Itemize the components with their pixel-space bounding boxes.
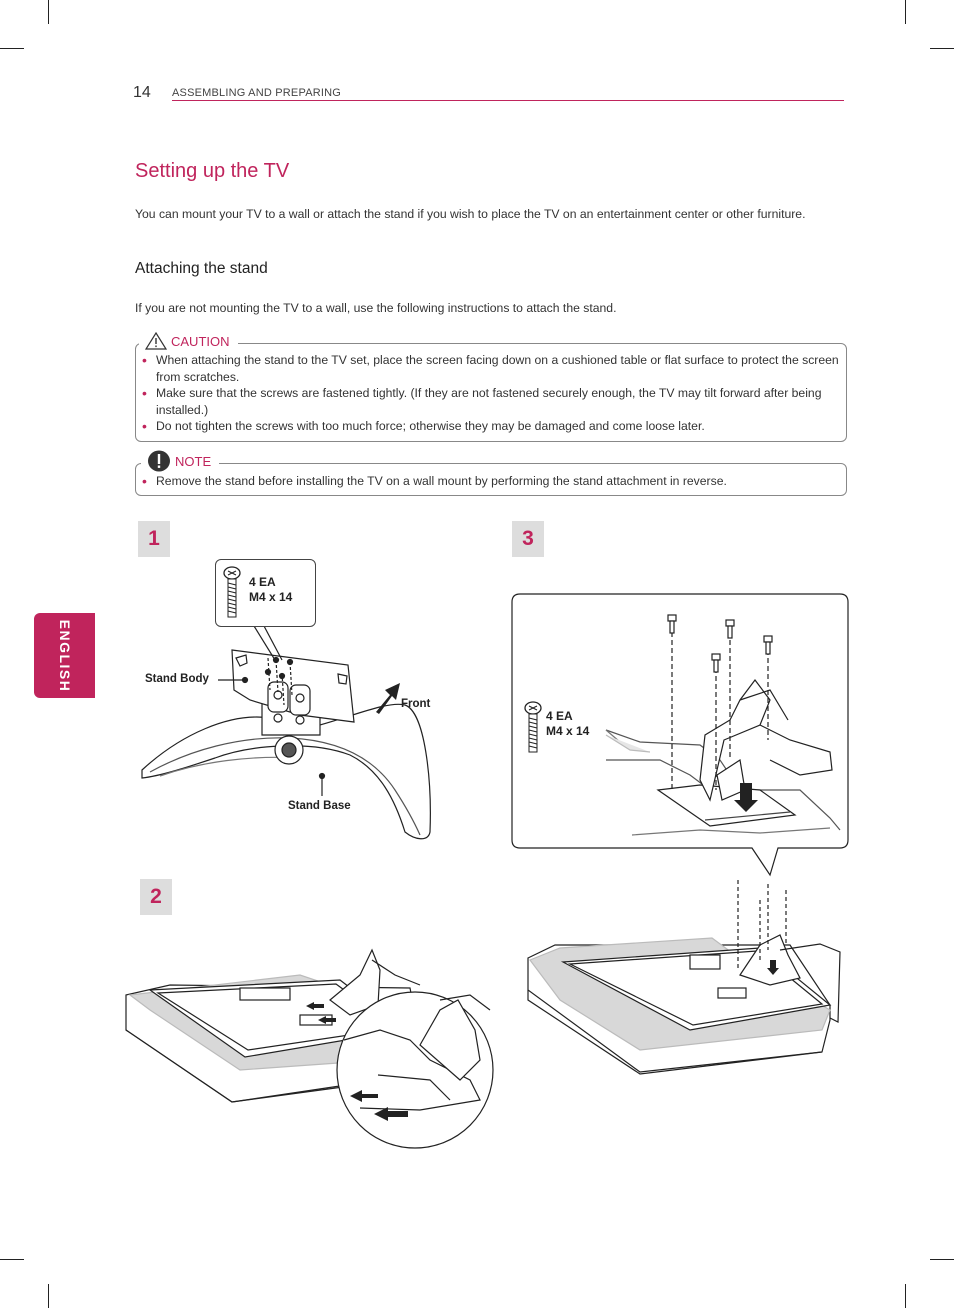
stand-base-label: Stand Base [288,800,351,812]
stand-body-label: Stand Body [145,673,209,685]
step-1-screw-quantity: 4 EA [249,575,276,589]
step-1-number: 1 [138,521,170,557]
crop-mark [0,1259,24,1260]
step-2-number: 2 [140,879,172,915]
slide-arrow-icon [306,1002,324,1010]
note-item: Remove the stand before installing the T… [136,473,846,490]
header-rule [172,100,844,101]
note-box: Remove the stand before installing the T… [135,463,847,496]
step-3-screw-size: M4 x 14 [546,724,590,738]
step-3-screw-quantity: 4 EA [546,709,573,723]
push-down-arrow-icon [734,783,758,812]
subheading: Attaching the stand [135,260,268,277]
crop-mark [905,0,906,24]
page-number: 14 [133,84,151,101]
slide-arrow-icon [350,1090,378,1102]
step-1-screw-size: M4 x 14 [249,590,293,604]
crop-mark [48,1284,49,1308]
screw-icon [524,701,542,753]
exclamation-icon [148,450,170,472]
crop-mark [905,1284,906,1308]
crop-mark [930,1259,954,1260]
front-arrow-icon [376,683,400,714]
crop-mark [48,0,49,24]
caution-box: When attaching the stand to the TV set, … [135,343,847,442]
note-header: NOTE [141,450,220,472]
instruction-paragraph: If you are not mounting the TV to a wall… [135,301,617,315]
section-title: ASSEMBLING AND PREPARING [172,87,342,99]
crop-mark [930,48,954,49]
caution-item: When attaching the stand to the TV set, … [136,352,846,385]
crop-mark [0,48,24,49]
intro-paragraph: You can mount your TV to a wall or attac… [135,207,806,221]
warning-icon [145,332,167,350]
caution-header: CAUTION [139,332,238,350]
front-label: Front [401,698,431,710]
caution-item: Do not tighten the screws with too much … [136,418,846,435]
note-label: NOTE [175,453,212,469]
screw-icon [223,566,241,618]
push-down-arrow-icon [767,960,779,975]
caution-label: CAUTION [171,333,230,349]
step-1-screw-callout: 4 EA M4 x 14 [215,559,316,627]
caution-item: Make sure that the screws are fastened t… [136,385,846,418]
language-tab: ENGLISH [34,613,95,698]
slide-arrow-icon [318,1016,336,1024]
slide-arrow-icon [374,1107,408,1121]
step-3-number: 3 [512,521,544,557]
page-title: Setting up the TV [135,160,290,182]
